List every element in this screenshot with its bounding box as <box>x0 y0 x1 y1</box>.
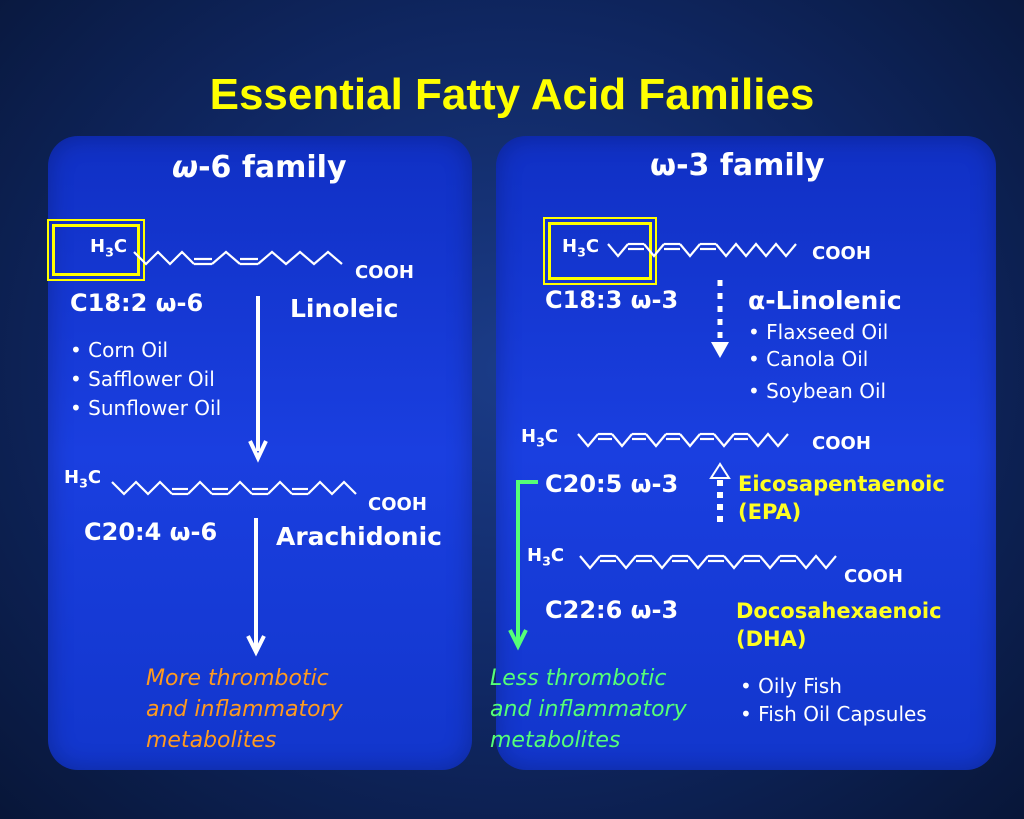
omega3-outcome-text: Less thrombotic and inflammatory metabol… <box>490 666 687 753</box>
ch3-group-label: H3C <box>64 467 102 491</box>
linoleic-name: Linoleic <box>290 294 399 323</box>
omega3-heading: ω-3 family <box>650 148 825 183</box>
ch3-group-label: H3C <box>90 236 128 260</box>
ch3-group-label: H3C <box>521 426 559 450</box>
omega3-source-canola: • Canola Oil <box>748 347 869 371</box>
dha-formula-label: C22:6 ω-3 <box>545 596 679 624</box>
conversion-arrow-to-metabolites <box>246 518 266 657</box>
cooh-group-label: COOH <box>812 243 871 264</box>
omega3-source-fish-oil-capsules: • Fish Oil Capsules <box>740 702 927 726</box>
epa-formula-label: C20:5 ω-3 <box>545 470 679 498</box>
dotted-conversion-arrow-ala-to-epa <box>711 280 729 358</box>
epa-carbon-chain <box>577 432 789 448</box>
cooh-group-label: COOH <box>812 433 871 454</box>
linoleic-carbon-chain <box>133 250 343 266</box>
omega-end-highlight-box <box>47 219 145 281</box>
arachidonic-name: Arachidonic <box>276 522 442 551</box>
omega6-source-corn: • Corn Oil <box>70 338 169 362</box>
arachidonic-formula-label: C20:4 ω-6 <box>84 518 218 546</box>
dotted-bidirectional-arrow-epa-dha <box>709 462 731 524</box>
ch3-group-label: H3C <box>562 236 600 260</box>
cooh-group-label: COOH <box>355 262 414 283</box>
cooh-group-label: COOH <box>844 566 903 587</box>
slide-title: Essential Fatty Acid Families <box>209 70 815 119</box>
omega6-heading: ω-6 family <box>172 150 347 185</box>
ch3-group-label: H3C <box>527 545 565 569</box>
epa-name: Eicosapentaenoic (EPA) <box>738 472 945 524</box>
linoleic-formula-label: C18:2 ω-6 <box>70 289 204 317</box>
alpha-linolenic-formula-label: C18:3 ω-3 <box>545 286 679 314</box>
alpha-linolenic-name: α-Linolenic <box>748 286 902 315</box>
dha-carbon-chain <box>579 554 837 570</box>
omega3-source-oily-fish: • Oily Fish <box>740 674 842 698</box>
arachidonic-carbon-chain <box>111 480 357 496</box>
omega6-source-sunflower: • Sunflower Oil <box>70 396 222 420</box>
alpha-linolenic-carbon-chain <box>607 242 797 258</box>
omega3-panel <box>496 136 996 770</box>
omega6-outcome-text: More thrombotic and inflammatory metabol… <box>146 666 343 753</box>
dha-name: Docosahexaenoic (DHA) <box>736 599 942 651</box>
green-arrow-to-metabolites <box>508 480 538 651</box>
conversion-arrow-linoleic-to-arachidonic <box>248 296 268 463</box>
omega6-source-safflower: • Safflower Oil <box>70 367 215 391</box>
omega3-source-flaxseed: • Flaxseed Oil <box>748 320 889 344</box>
cooh-group-label: COOH <box>368 494 427 515</box>
omega3-source-soybean: • Soybean Oil <box>748 379 887 403</box>
